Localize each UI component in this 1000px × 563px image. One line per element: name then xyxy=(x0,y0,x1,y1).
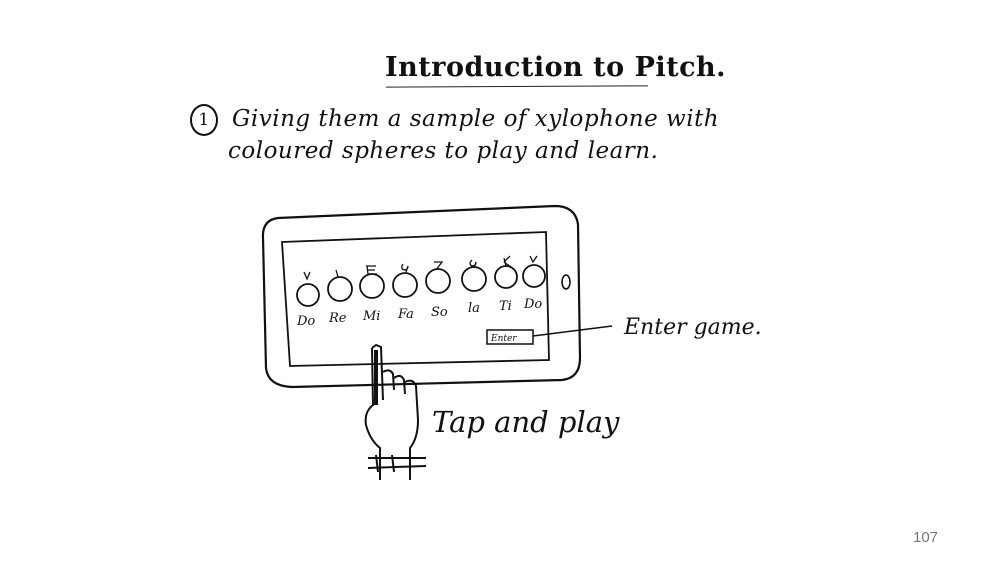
note-label-la: la xyxy=(468,301,480,316)
enter-button[interactable]: Enter xyxy=(486,329,534,345)
point-line-2: coloured spheres to play and learn. xyxy=(228,138,659,164)
note-label-do: Do xyxy=(296,314,315,329)
sphere-key-re[interactable] xyxy=(327,276,353,302)
sphere-key-do[interactable] xyxy=(296,283,320,307)
enter-game-leader-line xyxy=(532,325,613,337)
sphere-key-ti[interactable] xyxy=(494,265,518,289)
sphere-key-so[interactable] xyxy=(425,268,451,294)
tablet-home-button[interactable] xyxy=(561,274,571,290)
sphere-key-mi[interactable] xyxy=(359,273,385,299)
note-label-fa: Fa xyxy=(397,307,414,322)
point-line-1: 1 Giving them a sample of xylophone with xyxy=(190,104,719,136)
enter-button-label: Enter xyxy=(490,334,517,344)
sphere-key-la[interactable] xyxy=(461,266,487,292)
sphere-key-fa[interactable] xyxy=(392,272,418,298)
pointing-hand xyxy=(364,343,427,480)
enter-game-label: Enter game. xyxy=(623,315,762,340)
note-label-so: So xyxy=(431,305,448,320)
note-label-do-high: Do xyxy=(523,297,542,312)
page-number: 107 xyxy=(913,529,939,546)
note-labels: Do Re Mi Fa So la Ti Do xyxy=(296,297,542,329)
note-label-mi: Mi xyxy=(362,309,380,324)
tap-and-play-label: Tap and play xyxy=(432,405,620,439)
point-number-badge: 1 xyxy=(190,104,218,136)
slide-title: Introduction to Pitch. xyxy=(385,52,727,83)
point-line-1-text: Giving them a sample of xylophone with xyxy=(232,106,720,132)
tablet-screen[interactable] xyxy=(281,231,550,367)
note-label-ti: Ti xyxy=(499,299,512,314)
note-label-re: Re xyxy=(328,311,347,326)
tablet-frame xyxy=(261,204,582,389)
sphere-key-do-high[interactable] xyxy=(522,264,546,288)
colour-marks xyxy=(303,255,538,281)
